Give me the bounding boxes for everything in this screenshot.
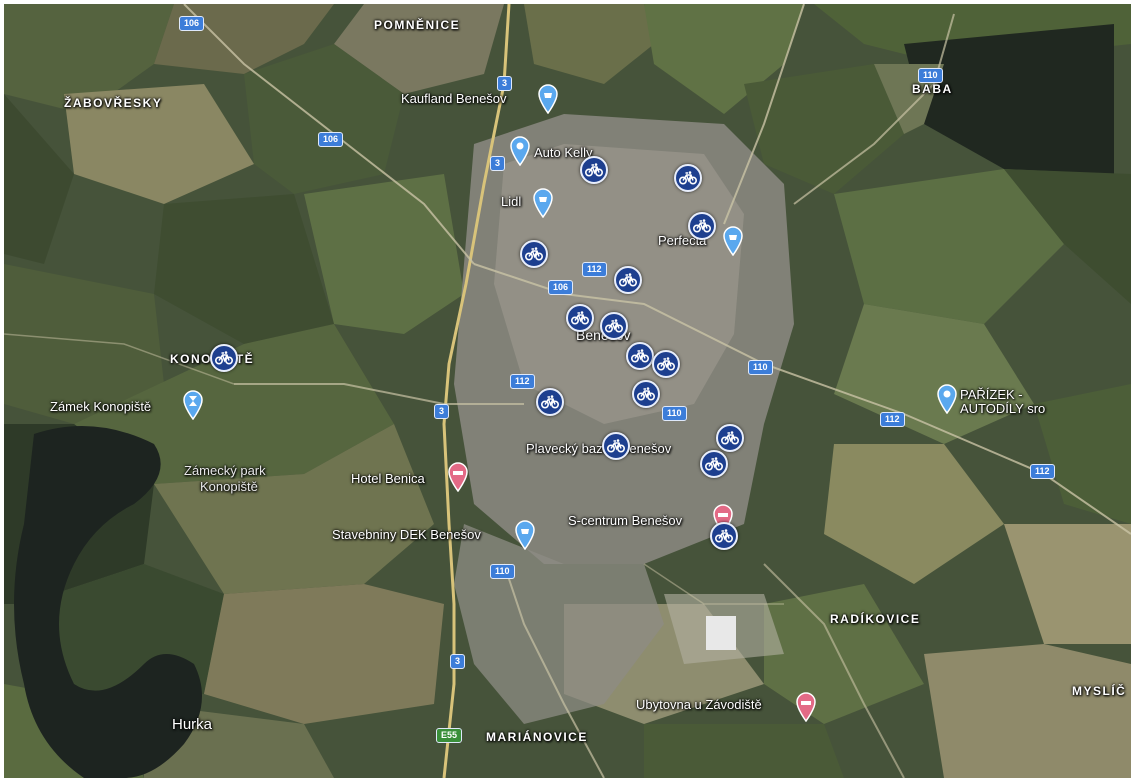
bike-marker-icon[interactable] [600, 312, 628, 340]
bike-marker-icon[interactable] [580, 156, 608, 184]
bike-marker-icon[interactable] [700, 450, 728, 478]
road-shield: 3 [450, 654, 466, 669]
town-label-marianovice: MARIÁNOVICE [486, 730, 588, 744]
bike-marker-icon[interactable] [520, 240, 548, 268]
bike-marker-icon[interactable] [716, 424, 744, 452]
poi-label-scentrum[interactable]: S-centrum Benešov [568, 513, 683, 528]
poi-label-plavecky[interactable]: Plavecký bazén Benešov [526, 441, 672, 456]
road-shield: 112 [582, 262, 607, 277]
bike-marker-icon[interactable] [566, 304, 594, 332]
bike-marker-icon[interactable] [602, 432, 630, 460]
road-shield: 110 [748, 360, 773, 375]
poi-label-parizek-1[interactable]: PAŘÍZEK - [960, 387, 1023, 402]
road-shield: 106 [318, 132, 344, 147]
bike-marker-icon[interactable] [536, 388, 564, 416]
shopping-pin-icon[interactable] [936, 384, 958, 414]
road-shield: 112 [880, 412, 905, 427]
road-shield: 110 [662, 406, 687, 421]
town-label-myslic: MYSLÍČ [1072, 684, 1127, 698]
poi-label-autokelly[interactable]: Auto Kelly [534, 145, 593, 160]
bike-marker-icon[interactable] [614, 266, 642, 294]
poi-label-hotel[interactable]: Hotel Benica [351, 471, 425, 486]
road-shield: 112 [1030, 464, 1055, 479]
poi-label-dek[interactable]: Stavebniny DEK Benešov [332, 527, 481, 542]
bike-marker-icon[interactable] [688, 212, 716, 240]
shopping-pin-icon[interactable] [722, 226, 744, 256]
road-shield: 106 [548, 280, 574, 295]
town-label-radikovice: RADÍKOVICE [830, 612, 921, 626]
bike-marker-icon[interactable] [210, 344, 238, 372]
town-label-baba: BABA [912, 82, 953, 96]
bike-marker-icon[interactable] [632, 380, 660, 408]
bike-marker-icon[interactable] [710, 522, 738, 550]
poi-label-zamek[interactable]: Zámek Konopiště [50, 399, 152, 414]
shopping-pin-icon[interactable] [532, 188, 554, 218]
poi-label-lidl[interactable]: Lidl [501, 194, 522, 209]
hotel-pin-icon[interactable] [447, 462, 469, 492]
road-shield: E55 [436, 728, 463, 743]
road-shield: 3 [434, 404, 450, 419]
town-label-pomnenice: POMNĚNICE [374, 18, 461, 32]
bike-marker-icon[interactable] [626, 342, 654, 370]
bike-marker-icon[interactable] [674, 164, 702, 192]
satellite-imagery [4, 4, 1131, 778]
hotel-pin-icon[interactable] [795, 692, 817, 722]
shopping-pin-icon[interactable] [509, 136, 531, 166]
town-label-zabovresky: ŽABOVŘESKY [64, 96, 163, 110]
castle-pin-icon[interactable] [182, 390, 204, 420]
poi-label-ubytovna[interactable]: Ubytovna u Závodiště [636, 697, 762, 712]
road-shield: 112 [510, 374, 535, 389]
road-shield: 106 [179, 16, 205, 31]
shopping-pin-icon[interactable] [514, 520, 536, 550]
bike-marker-icon[interactable] [652, 350, 680, 378]
satellite-map[interactable]: POMNĚNICE ŽABOVŘESKY BABA KONOPIŠTĚ RADÍ… [4, 4, 1131, 778]
road-shield: 110 [918, 68, 943, 83]
road-shield: 3 [490, 156, 506, 171]
road-shield: 3 [497, 76, 513, 91]
shopping-pin-icon[interactable] [537, 84, 559, 114]
poi-label-kaufland[interactable]: Kaufland Benešov [401, 91, 507, 106]
poi-label-parizek-2[interactable]: AUTODÍLY sro [960, 401, 1046, 416]
town-label-hurka: Hurka [172, 716, 213, 733]
road-shield: 110 [490, 564, 515, 579]
poi-label-zameckypark-2: Konopiště [200, 479, 258, 494]
poi-label-zameckypark-1: Zámecký park [184, 463, 266, 478]
